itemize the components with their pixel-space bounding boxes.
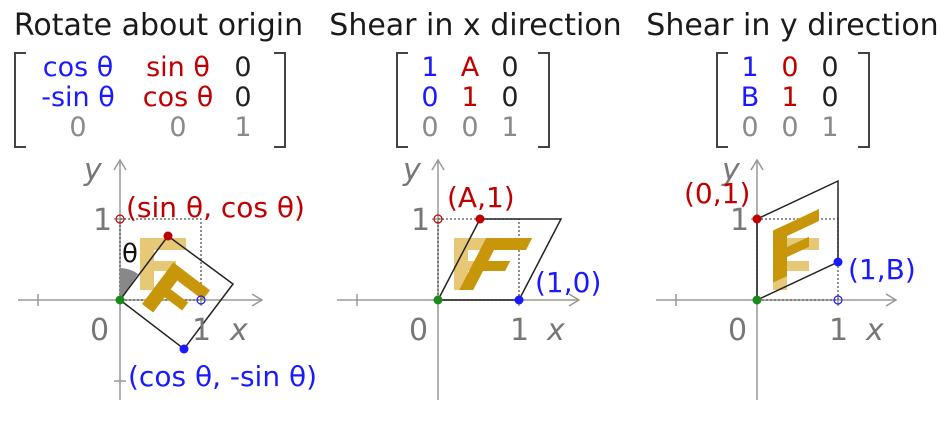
- x-axis-arrow: [568, 293, 581, 307]
- matrix-cell: 0: [741, 112, 759, 143]
- tick-label-y-1: 1: [93, 203, 112, 238]
- panel-rotate: Rotate about origin cos θ sin θ 0 -sin θ…: [0, 0, 317, 431]
- transformed-f-glyph: [773, 209, 819, 283]
- transformed-square: [436, 218, 563, 301]
- x-axis-arrow: [885, 293, 898, 307]
- shear-y-plot: y x 0 1 1 (0,1) (1,B): [656, 153, 916, 400]
- matrix-left-bracket: [716, 52, 728, 148]
- matrix-cell: 1: [461, 82, 479, 113]
- point-label-red: (A,1): [447, 181, 515, 214]
- angle-label: θ: [122, 239, 138, 269]
- point-label-red: (0,1): [684, 177, 750, 210]
- tick-label-y-1: 1: [730, 203, 749, 238]
- matrix-cell: sin θ: [146, 52, 210, 83]
- y-axis-arrow: [113, 158, 127, 171]
- panel-shear-x: Shear in x direction 1 A 0 0 1 0 0 0 1: [317, 0, 634, 431]
- point-red: [475, 214, 485, 224]
- matrix-left-bracket: [14, 52, 26, 148]
- y-axis-label: y: [83, 153, 103, 188]
- point-red: [752, 214, 762, 224]
- matrix-cell: 0: [781, 52, 799, 83]
- matrix-right-bracket: [858, 52, 870, 148]
- matrix-cell: 0: [501, 82, 519, 113]
- matrix-cell: 1: [781, 82, 799, 113]
- origin-point: [433, 295, 443, 305]
- matrix-cell: 0: [781, 112, 799, 143]
- unit-mark-y: [115, 214, 125, 224]
- y-axis-arrow: [750, 158, 764, 171]
- tick-label-x-1: 1: [829, 313, 848, 348]
- matrix-cell: cos θ: [142, 82, 214, 113]
- matrix-cell: 0: [421, 112, 439, 143]
- point-red: [163, 231, 173, 241]
- matrix-cell: -sin θ: [41, 82, 115, 113]
- origin-point: [115, 295, 125, 305]
- matrix-cell: 1: [821, 112, 839, 143]
- angle-wedge: [120, 268, 138, 300]
- matrix-cell: 0: [821, 82, 839, 113]
- matrix-right-bracket: [538, 52, 550, 148]
- matrix-cell: 0: [461, 112, 479, 143]
- x-axis-label: x: [546, 313, 565, 348]
- panel-title: Rotate about origin: [13, 8, 304, 43]
- x-axis-label: x: [229, 313, 248, 348]
- y-axis-arrow: [431, 158, 445, 171]
- matrix-cell: 0: [234, 52, 252, 83]
- transform-matrix: 1 A 0 0 1 0 0 0 1: [396, 52, 550, 148]
- unit-mark-x: [833, 295, 843, 305]
- y-axis-label: y: [402, 153, 422, 188]
- x-axis-arrow: [251, 293, 264, 307]
- panel-shear-y: Shear in y direction 1 0 0 B 1 0 0 0 1: [634, 0, 951, 431]
- transformed-f-glyph: [459, 238, 533, 290]
- x-axis-label: x: [865, 313, 884, 348]
- matrix-cell: 1: [501, 112, 519, 143]
- shear-x-plot: y x 0 1 1 (A,1) (1,0): [337, 153, 601, 400]
- origin-label: 0: [90, 313, 109, 348]
- point-label-blue: (1,0): [535, 266, 601, 299]
- point-blue: [514, 295, 524, 305]
- transformed-square: [756, 179, 839, 302]
- transform-matrix: cos θ sin θ 0 -sin θ cos θ 0 0 0 1: [14, 52, 286, 148]
- matrix-cell: cos θ: [42, 52, 114, 83]
- matrix-cell: A: [460, 52, 480, 83]
- matrix-left-bracket: [396, 52, 408, 148]
- panel-title: Shear in x direction: [329, 8, 622, 43]
- rotate-plot: y x 0 1 1 θ (sin θ, cos θ) (cos θ, -sin …: [18, 153, 317, 400]
- matrix-cell: B: [740, 82, 760, 113]
- matrix-cell: 1: [421, 52, 439, 83]
- matrix-cell: 0: [501, 52, 519, 83]
- matrix-right-bracket: [274, 52, 286, 148]
- point-label-red: (sin θ, cos θ): [126, 191, 305, 224]
- origin-label: 0: [409, 313, 428, 348]
- point-blue: [179, 344, 189, 354]
- matrix-cell: 0: [821, 52, 839, 83]
- matrix-cell: 0: [169, 112, 187, 143]
- matrix-cell: 1: [234, 112, 252, 143]
- matrix-cell: 0: [234, 82, 252, 113]
- unit-mark-y: [433, 214, 443, 224]
- transformed-square: [118, 234, 235, 351]
- origin-label: 0: [728, 313, 747, 348]
- transform-matrix: 1 0 0 B 1 0 0 0 1: [716, 52, 870, 148]
- transformed-f-glyph: [141, 262, 211, 313]
- unit-mark-x: [196, 295, 206, 305]
- y-axis-label: y: [721, 153, 741, 188]
- panel-title: Shear in y direction: [646, 8, 939, 43]
- point-label-blue: (cos θ, -sin θ): [128, 360, 317, 393]
- point-label-blue: (1,B): [848, 253, 916, 286]
- matrix-cell: 0: [421, 82, 439, 113]
- point-blue: [833, 257, 843, 267]
- matrix-cell: 0: [69, 112, 87, 143]
- tick-label-x-1: 1: [510, 313, 529, 348]
- tick-label-y-1: 1: [411, 203, 430, 238]
- tick-label-x-1: 1: [192, 313, 211, 348]
- matrix-cell: 1: [741, 52, 759, 83]
- origin-point: [752, 295, 762, 305]
